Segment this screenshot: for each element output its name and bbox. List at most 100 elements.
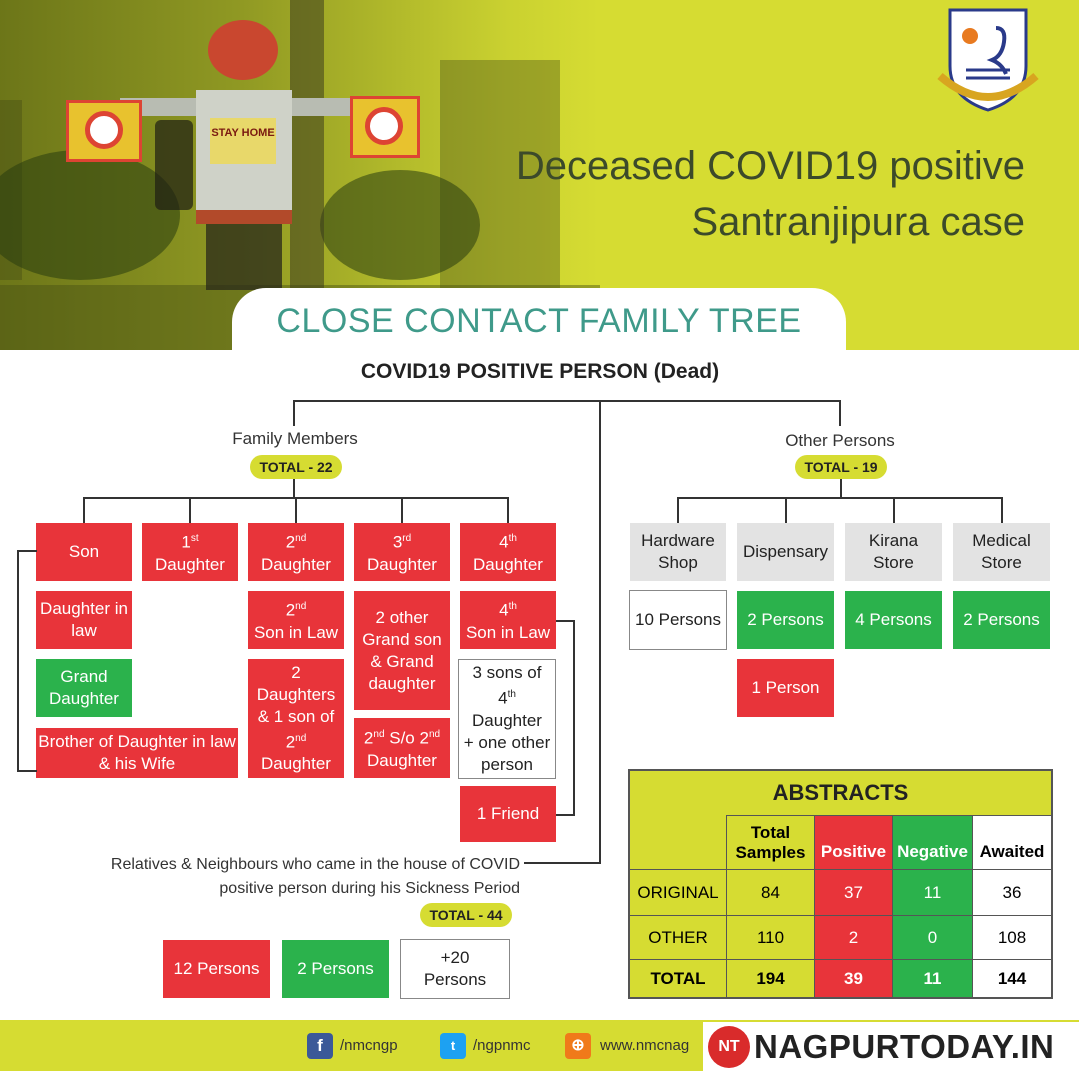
node-other-grand-children: 2 other Grand son & Grand daughter: [354, 591, 450, 710]
connector: [839, 400, 841, 426]
node-text: 2 Daughters & 1 son of: [256, 662, 336, 726]
page-title: CLOSE CONTACT FAMILY TREE: [276, 302, 802, 340]
facebook-handle[interactable]: /nmcngp: [340, 1037, 398, 1054]
ordinal: 2: [285, 732, 296, 752]
twitter-handle[interactable]: /ngpnmc: [473, 1037, 531, 1054]
root-node-label: COVID19 POSITIVE PERSON (Dead): [360, 360, 720, 383]
node-daughter-4: 4th Daughter: [460, 523, 556, 581]
connector: [293, 400, 295, 426]
node-text: Daughter: [261, 754, 331, 774]
ordinal-suffix: nd: [295, 533, 307, 545]
family-total-badge: TOTAL - 22: [250, 455, 342, 479]
connector: [17, 550, 19, 772]
no-entry-icon: [85, 111, 123, 149]
headline-line-1: Deceased COVID19 positive: [515, 144, 1025, 188]
nagpurtoday-brand: NAGPURTODAY.IN: [754, 1028, 1055, 1065]
node-text: Daughter: [472, 710, 542, 730]
dispensary-persons: 2 Persons: [737, 591, 834, 649]
node-text: S/o 2: [384, 728, 429, 748]
ordinal: 3: [392, 532, 403, 552]
node-daughter-3: 3rd Daughter: [354, 523, 450, 581]
connector: [556, 814, 575, 816]
node-text: Daughter: [367, 554, 437, 574]
stay-home-sign: STAY HOME: [210, 118, 276, 164]
node-text: Daughter: [261, 554, 331, 574]
cell-value: 11: [892, 959, 972, 997]
twitter-icon[interactable]: t: [440, 1033, 466, 1059]
website-link[interactable]: www.nmcnag: [600, 1037, 690, 1054]
ordinal: 4: [499, 532, 509, 552]
node-sons-of-daughter-4: 3 sons of 4th Daughter + one other perso…: [458, 659, 556, 779]
relatives-group-3: +20 Persons: [400, 939, 510, 999]
effigy-belt: [196, 210, 292, 224]
cell-value: 37: [814, 869, 892, 915]
connector: [524, 862, 601, 864]
node-friend: 1 Friend: [460, 786, 556, 842]
connector: [573, 620, 575, 816]
node-hardware-shop: Hardware Shop: [630, 523, 726, 581]
ordinal-suffix: nd: [373, 729, 385, 741]
ordinal: 4: [499, 600, 509, 620]
connector: [556, 620, 575, 622]
globe-icon[interactable]: ⊕: [565, 1033, 591, 1059]
node-text: Son in Law: [253, 622, 339, 642]
ordinal-suffix: rd: [402, 533, 412, 545]
connector: [401, 497, 403, 523]
connector: [599, 400, 601, 863]
abstracts-table: ABSTRACTS Total Samples Positive Negativ…: [628, 769, 1053, 999]
relatives-group-2: 2 Persons: [282, 940, 389, 998]
ordinal-suffix: th: [508, 533, 517, 545]
node-son-in-law-4: 4th Son in Law: [460, 591, 556, 649]
kirana-persons: 4 Persons: [845, 591, 942, 649]
node-text: 3 sons of: [472, 663, 542, 683]
headline-line-2: Santranjipura case: [691, 200, 1025, 244]
title-tab: [232, 288, 846, 360]
node-kids-of-daughter-2: 2 Daughters & 1 son of 2nd Daughter: [248, 659, 344, 778]
dispensary-extra-person: 1 Person: [737, 659, 834, 717]
cell-value: 110: [726, 915, 814, 959]
ordinal: 2: [285, 532, 296, 552]
connector: [293, 479, 295, 499]
node-brother-of-dil: Brother of Daughter in law & his Wife: [36, 728, 238, 778]
other-total-badge: TOTAL - 19: [795, 455, 887, 479]
node-text: Son in Law: [465, 622, 551, 642]
row-label-other: OTHER: [630, 915, 726, 959]
tree-shape: [320, 170, 480, 280]
connector: [189, 497, 191, 523]
node-daughter-in-law: Daughter in law: [36, 591, 132, 649]
ordinal-suffix: nd: [428, 729, 441, 741]
virus-head: [208, 20, 278, 80]
ordinal-suffix: nd: [295, 732, 307, 744]
connector: [83, 497, 85, 523]
ordinal-suffix: nd: [295, 601, 307, 613]
other-persons-label: Other Persons: [785, 431, 895, 450]
node-son-of-daughter-2: 2nd S/o 2nd Daughter: [354, 718, 450, 778]
node-medical-store: Medical Store: [953, 523, 1050, 581]
connector: [17, 770, 37, 772]
node-text: Daughter: [473, 554, 543, 574]
family-members-label: Family Members: [232, 429, 358, 448]
ordinal-suffix: th: [507, 689, 516, 701]
relatives-description: Relatives & Neighbours who came in the h…: [60, 853, 520, 901]
connector: [677, 497, 679, 523]
col-header-positive: Positive: [814, 815, 892, 869]
connector: [677, 497, 1003, 499]
ordinal: 2: [363, 728, 374, 748]
node-daughter-2: 2nd Daughter: [248, 523, 344, 581]
relatives-text-line-2: positive person during his Sickness Peri…: [219, 880, 520, 897]
row-label-total: TOTAL: [630, 959, 726, 997]
connector: [507, 497, 509, 523]
relatives-group-1: 12 Persons: [163, 940, 270, 998]
effigy-body: STAY HOME: [196, 90, 292, 210]
facebook-icon[interactable]: f: [307, 1033, 333, 1059]
nagpurtoday-watermark: [703, 1022, 1079, 1071]
no-entry-icon: [365, 107, 403, 145]
node-son: Son: [36, 523, 132, 581]
node-text: + one other person: [463, 732, 551, 774]
connector: [785, 497, 787, 523]
node-dispensary: Dispensary: [737, 523, 834, 581]
pole-shape: [290, 0, 324, 290]
node-son-in-law-2: 2nd Son in Law: [248, 591, 344, 649]
cell-value: 2: [814, 915, 892, 959]
connector: [295, 497, 297, 523]
